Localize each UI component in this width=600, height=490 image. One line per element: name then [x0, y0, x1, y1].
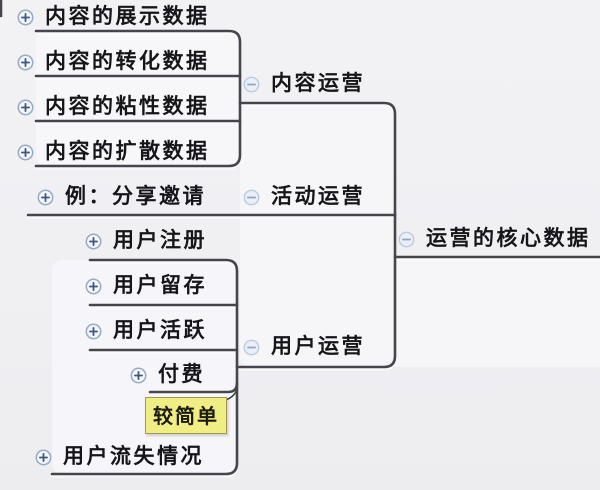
topic-label: 内容的扩散数据 [45, 140, 210, 163]
note-label[interactable]: 较简单 [145, 397, 227, 434]
group-panel-content [36, 31, 240, 166]
topic-label: 内容的粘性数据 [45, 95, 210, 118]
root-topic[interactable]: 运营的核心数据 [398, 226, 591, 252]
collapse-icon[interactable] [398, 231, 415, 248]
expand-icon[interactable] [85, 278, 102, 295]
topic-content-spread[interactable]: 内容的扩散数据 [17, 139, 210, 165]
topic-label: 用户注册 [113, 229, 207, 252]
topic-user-ops[interactable]: 用户运营 [243, 334, 365, 360]
topic-activity-ops[interactable]: 活动运营 [243, 184, 365, 210]
topic-example-share-invite[interactable]: 例：分享邀请 [37, 184, 206, 210]
topic-content-display[interactable]: 内容的展示数据 [17, 4, 210, 30]
expand-icon[interactable] [85, 233, 102, 250]
topic-user-active[interactable]: 用户活跃 [85, 318, 207, 344]
expand-icon[interactable] [85, 323, 102, 340]
expand-icon[interactable] [130, 367, 147, 384]
topic-user-retention[interactable]: 用户留存 [85, 273, 207, 299]
group-panel-root [240, 103, 395, 367]
topic-user-register[interactable]: 用户注册 [85, 228, 207, 254]
group-panel-right [395, 257, 600, 367]
collapse-icon[interactable] [243, 339, 260, 356]
topic-label: 用户活跃 [113, 319, 207, 342]
topic-label: 例：分享邀请 [65, 185, 206, 208]
topic-label: 活动运营 [271, 185, 365, 208]
topic-content-conversion[interactable]: 内容的转化数据 [17, 49, 210, 75]
collapse-icon[interactable] [243, 189, 260, 206]
topic-label: 用户流失情况 [63, 445, 204, 468]
expand-icon[interactable] [17, 54, 34, 71]
topic-label: 内容的转化数据 [45, 50, 210, 73]
topic-label: 用户留存 [113, 274, 207, 297]
topic-user-churn[interactable]: 用户流失情况 [35, 444, 204, 470]
topic-content-stickiness[interactable]: 内容的粘性数据 [17, 94, 210, 120]
expand-icon[interactable] [37, 189, 54, 206]
expand-icon[interactable] [17, 144, 34, 161]
expand-icon[interactable] [17, 9, 34, 26]
topic-content-ops[interactable]: 内容运营 [243, 71, 365, 97]
collapse-icon[interactable] [243, 76, 260, 93]
expand-icon[interactable] [35, 449, 52, 466]
topic-payment[interactable]: 付费 [130, 362, 205, 388]
topic-label: 运营的核心数据 [426, 227, 591, 250]
topic-label: 内容运营 [271, 72, 365, 95]
topic-label: 内容的展示数据 [45, 5, 210, 28]
topic-label: 付费 [158, 363, 205, 386]
topic-label: 用户运营 [271, 335, 365, 358]
expand-icon[interactable] [17, 99, 34, 116]
